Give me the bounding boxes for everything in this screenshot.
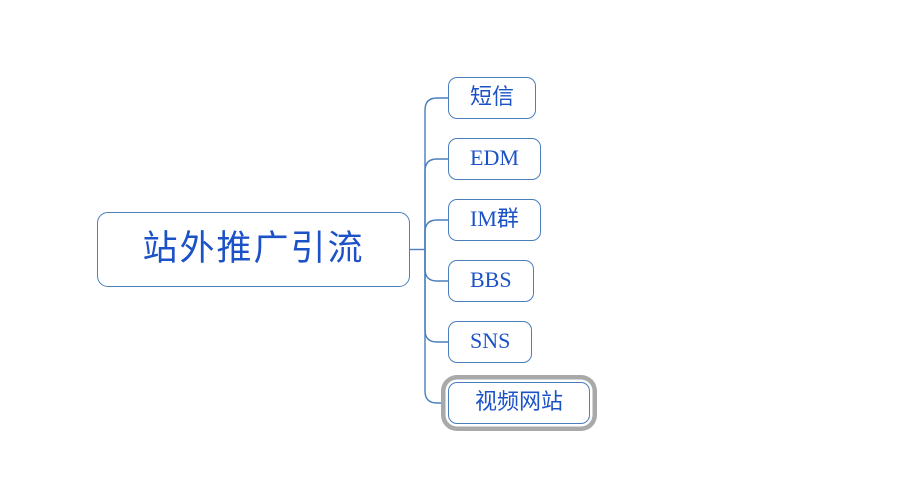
- topic-node-sns[interactable]: SNS: [448, 321, 533, 363]
- root-topic-node[interactable]: 站外推广引流: [97, 212, 410, 287]
- topic-node-im-group[interactable]: IM群: [448, 199, 541, 241]
- topic-label-sns: SNS: [470, 328, 511, 353]
- topic-node-video-sites[interactable]: 视频网站: [448, 382, 591, 424]
- topic-label-bbs: BBS: [470, 267, 512, 292]
- connector-path: [424, 249, 448, 404]
- topic-node-bbs[interactable]: BBS: [448, 260, 534, 302]
- topic-label-sms: 短信: [470, 84, 515, 109]
- root-topic-label: 站外推广引流: [142, 229, 365, 268]
- topic-node-edm[interactable]: EDM: [448, 138, 541, 180]
- connector-path: [424, 249, 448, 282]
- connector-path: [424, 249, 448, 343]
- topic-node-sms[interactable]: 短信: [448, 77, 537, 119]
- connector-path: [424, 97, 448, 250]
- topic-label-edm: EDM: [470, 145, 519, 170]
- connector-path: [424, 219, 448, 250]
- topic-label-im-group: IM群: [470, 206, 519, 231]
- connector-path: [424, 158, 448, 250]
- topic-label-video-sites: 视频网站: [475, 389, 564, 414]
